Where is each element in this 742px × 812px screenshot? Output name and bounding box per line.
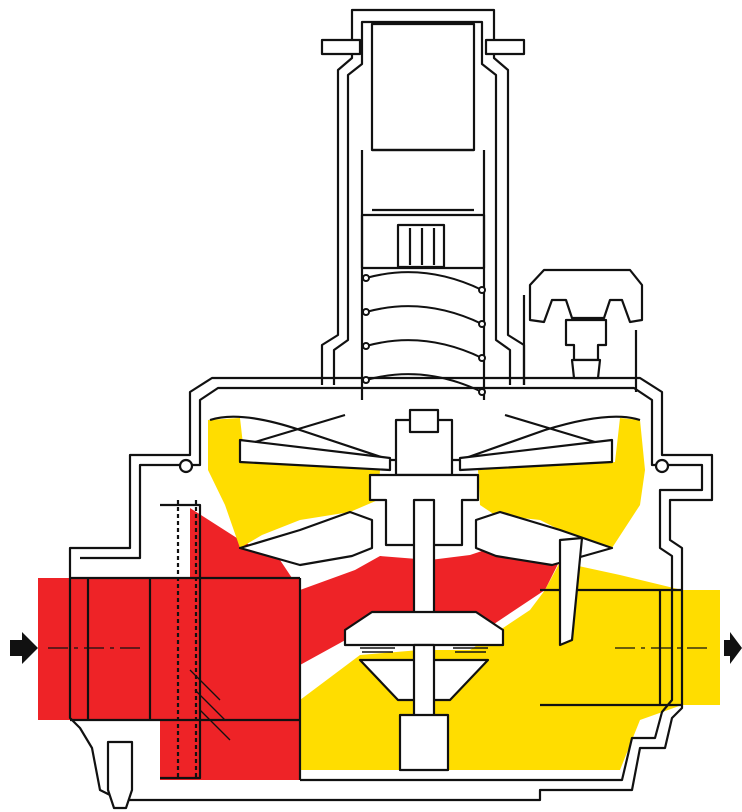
- top-lug-left: [320, 38, 362, 56]
- top-cap: [370, 22, 476, 152]
- diaphragm-rib-2: [504, 413, 596, 444]
- diaphragm-chamber-fill-right: [478, 418, 645, 548]
- relief-vent-stem: [564, 318, 608, 362]
- valve-seat: [343, 610, 505, 647]
- diaphragm-plate-right: [458, 438, 614, 472]
- separator-wall-left: [238, 510, 374, 567]
- drain-plug: [106, 740, 134, 810]
- spring-housing-inner: [332, 20, 512, 385]
- body-outline: [68, 8, 714, 810]
- body-bolt-right: [654, 458, 670, 474]
- diaphragm-rib-1: [254, 413, 346, 444]
- relief-vent-cap: [528, 268, 644, 324]
- top-lug-right: [484, 38, 526, 56]
- flow-arrows: [10, 632, 742, 664]
- inlet-port: [70, 576, 300, 722]
- valve-body-inner: [80, 386, 704, 782]
- spring-housing-outline: [320, 8, 526, 385]
- relief-housing: [522, 295, 638, 392]
- body-bolt-left: [178, 458, 194, 474]
- diaphragm-plate: [238, 438, 392, 472]
- seat-seals: [360, 647, 488, 653]
- outlet-vane: [558, 536, 584, 647]
- diaphragm-chamber-fill: [208, 418, 380, 548]
- valve-body-outline: [68, 376, 714, 802]
- center-hub-cap: [408, 408, 440, 434]
- filter-screen: [176, 500, 198, 780]
- valve-stem: [412, 498, 436, 632]
- lower-guide: [398, 713, 450, 772]
- inlet-chamber-fill: [160, 508, 560, 780]
- relief-vent-nut: [570, 358, 602, 380]
- regulator-spring: [362, 271, 486, 396]
- filter-frame: [160, 503, 202, 780]
- outlet-arrow-icon: [724, 632, 742, 664]
- top-cap-line: [372, 148, 474, 212]
- inlet-arrow-icon: [10, 632, 38, 664]
